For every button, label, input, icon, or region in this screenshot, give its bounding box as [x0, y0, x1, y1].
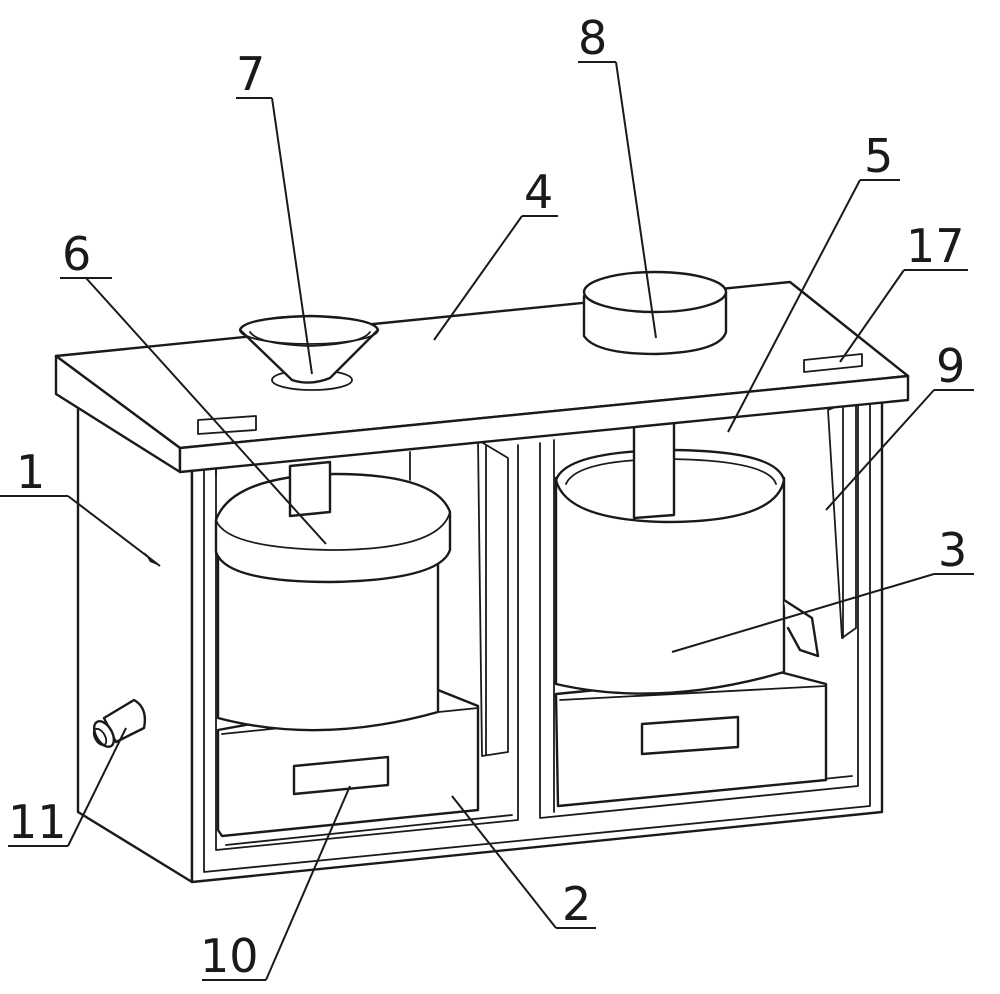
- left-drum: [216, 452, 450, 730]
- label-10: 10: [200, 929, 259, 983]
- right-drawer-handle: [642, 717, 738, 754]
- label-1: 1: [16, 445, 45, 499]
- left-latch: [198, 416, 256, 434]
- label-7: 7: [236, 47, 265, 101]
- lid-disc: [584, 272, 726, 354]
- label-17: 17: [906, 219, 965, 273]
- partition-plate-left: [478, 440, 508, 756]
- label-3: 3: [938, 523, 967, 577]
- label-4: 4: [524, 165, 553, 219]
- label-2: 2: [562, 877, 591, 931]
- label-11: 11: [8, 795, 67, 849]
- label-9: 9: [936, 339, 965, 393]
- label-5: 5: [864, 129, 893, 183]
- label-6: 6: [62, 227, 91, 281]
- label-8: 8: [578, 11, 607, 65]
